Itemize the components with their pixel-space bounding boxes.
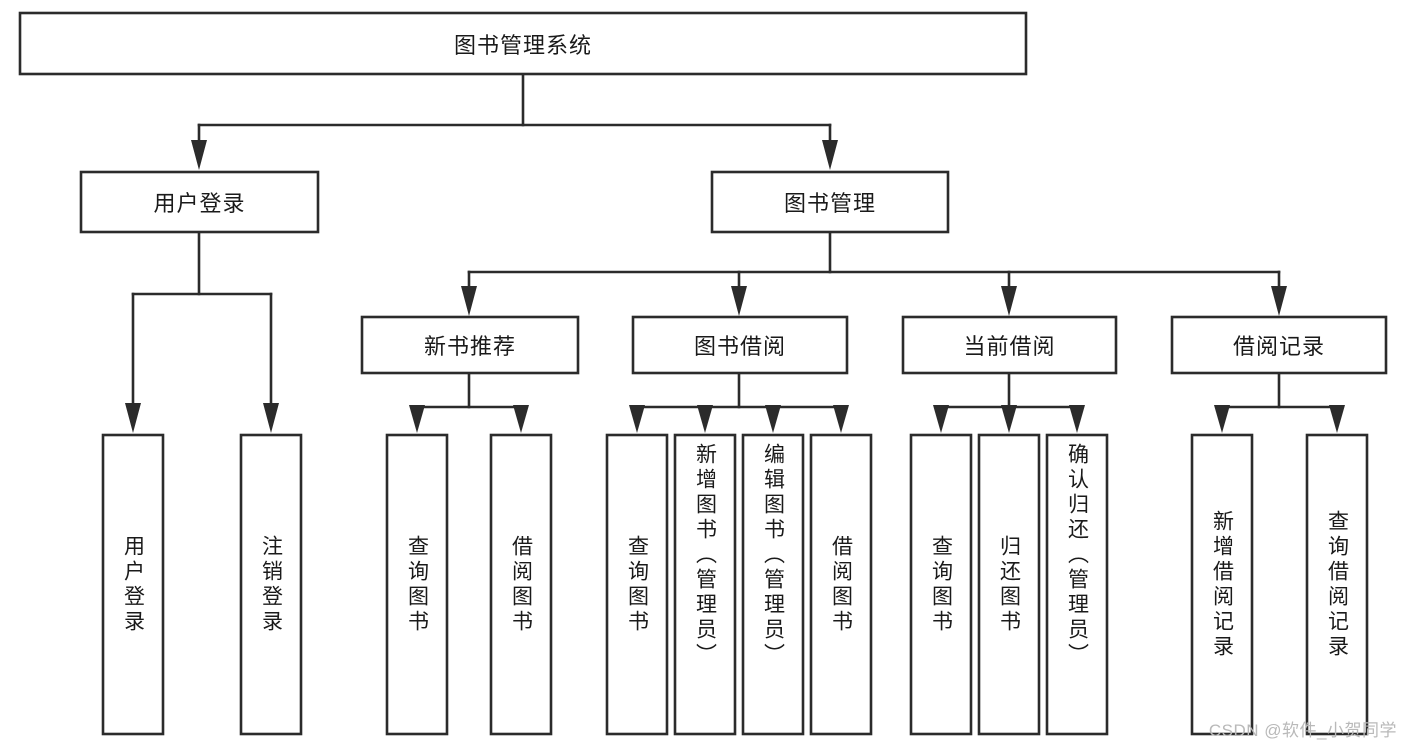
node-box-leaf-borrow-book-1[interactable] — [489, 433, 553, 736]
node-box-leaf-borrow-book-2[interactable] — [809, 433, 873, 736]
connector-group-root-to-level2 — [191, 72, 838, 170]
arrow-head-user-login — [191, 140, 207, 170]
arrow-head-book-borrow — [731, 286, 747, 316]
node-box-leaf-logout-login[interactable] — [239, 433, 303, 736]
connector-group-new-book-recommend-to-leaves — [409, 371, 529, 433]
arrow-head-leaf-logout-login — [263, 403, 279, 433]
connector-group-borrow-record-to-leaves — [1214, 371, 1345, 433]
node-box-leaf-query-book-3[interactable] — [909, 433, 973, 736]
connector-group-book-borrow-to-leaves — [629, 371, 849, 433]
node-box-leaf-add-record[interactable] — [1190, 433, 1254, 736]
node-box-leaf-edit-book[interactable] — [741, 433, 805, 736]
arrow-head-leaf-query-book-1 — [409, 405, 425, 433]
connector-group-user-login-to-leaves — [125, 230, 279, 433]
arrow-head-leaf-add-record — [1214, 405, 1230, 433]
csdn-watermark: CSDN @软件_小贺同学 — [1208, 721, 1397, 740]
arrow-head-new-book-recommend — [461, 286, 477, 316]
node-box-leaf-confirm-return[interactable] — [1045, 433, 1109, 736]
arrow-head-leaf-borrow-book-1 — [513, 405, 529, 433]
node-box-user-login[interactable] — [79, 170, 320, 234]
node-box-book-manage[interactable] — [710, 170, 950, 234]
arrow-head-book-manage — [822, 140, 838, 170]
connector-group-book-manage-to-level3 — [461, 230, 1287, 316]
arrow-head-borrow-record — [1271, 286, 1287, 316]
arrow-head-leaf-return-book — [1001, 405, 1017, 433]
node-box-borrow-record[interactable] — [1170, 315, 1388, 375]
node-box-leaf-add-book[interactable] — [673, 433, 737, 736]
arrow-head-current-borrow — [1001, 286, 1017, 316]
arrow-head-leaf-edit-book — [765, 405, 781, 433]
node-box-leaf-query-book-1[interactable] — [385, 433, 449, 736]
node-box-leaf-return-book[interactable] — [977, 433, 1041, 736]
arrow-head-leaf-add-book — [697, 405, 713, 433]
arrow-head-leaf-query-record — [1329, 405, 1345, 433]
arrow-head-leaf-confirm-return — [1069, 405, 1085, 433]
node-box-leaf-query-record[interactable] — [1305, 433, 1369, 736]
node-box-leaf-query-book-2[interactable] — [605, 433, 669, 736]
arrow-head-leaf-borrow-book-2 — [833, 405, 849, 433]
arrow-head-leaf-query-book-2 — [629, 405, 645, 433]
node-box-current-borrow[interactable] — [901, 315, 1118, 375]
node-box-root[interactable] — [18, 11, 1028, 76]
node-box-leaf-user-login[interactable] — [101, 433, 165, 736]
arrow-head-leaf-query-book-3 — [933, 405, 949, 433]
node-box-book-borrow[interactable] — [631, 315, 849, 375]
connector-group-current-borrow-to-leaves — [933, 371, 1085, 433]
arrow-head-leaf-user-login — [125, 403, 141, 433]
node-box-new-book-recommend[interactable] — [360, 315, 580, 375]
